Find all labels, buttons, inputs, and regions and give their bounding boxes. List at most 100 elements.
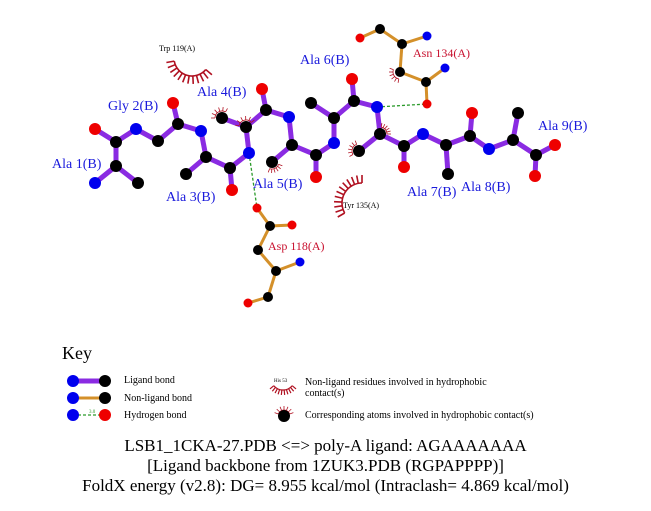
hydrophobic-contact-icon — [333, 175, 363, 218]
carbon-atom — [464, 130, 476, 142]
nitrogen-atom — [67, 375, 79, 387]
oxygen-atom — [466, 107, 478, 119]
hydrophobic-spoke — [349, 145, 354, 148]
carbon-atom — [271, 266, 281, 276]
nitrogen-atom — [371, 101, 383, 113]
hbond-residue-label: Asp 118(A) — [268, 239, 325, 253]
hydrophobic-spoke — [279, 406, 282, 411]
hydrophobic-spoke — [334, 195, 343, 200]
ligand-residue-label: Ala 6(B) — [300, 53, 350, 68]
hydrophobic-spoke — [251, 119, 255, 123]
hydrophobic-spoke — [205, 68, 213, 76]
hydrophobic-spoke — [199, 73, 205, 82]
hydrophobic-spoke — [202, 71, 209, 79]
hydrophobic-spoke — [277, 165, 281, 170]
carbon-atom — [99, 375, 111, 387]
oxygen-atom — [529, 170, 541, 182]
hydrophobic-spoke — [289, 412, 294, 415]
oxygen-atom — [398, 161, 410, 173]
oxygen-atom — [167, 97, 179, 109]
carbon-atom — [266, 156, 278, 168]
key-hydrogen-bond: Hydrogen bond — [124, 410, 187, 421]
carbon-atom — [253, 245, 263, 255]
hydrogen-bond — [376, 103, 428, 108]
hydrogen-bond — [248, 152, 258, 209]
caption-line: FoldX energy (v2.8): DG= 8.955 kcal/mol … — [82, 476, 569, 495]
hbond-residue-label: Asn 134(A) — [413, 46, 470, 60]
nitrogen-atom — [283, 111, 295, 123]
hydrophobic-spoke — [351, 142, 355, 146]
hydrophobic-spoke — [290, 386, 295, 392]
carbon-atom — [397, 39, 407, 49]
carbon-atom — [421, 77, 431, 87]
hydrophobic-spoke — [334, 205, 343, 208]
oxygen-atom — [355, 33, 365, 43]
hydrophobic-spoke — [382, 123, 386, 128]
key-example-residue: His 53 — [274, 379, 288, 384]
key-hydrophobic-residues: Non-ligand residues involved in hydropho… — [305, 377, 487, 399]
carbon-atom — [442, 168, 454, 180]
ligand-residue-label: Ala 4(B) — [197, 85, 247, 100]
nitrogen-atom — [89, 177, 101, 189]
carbon-atom — [395, 67, 405, 77]
molecule-plot — [89, 24, 561, 308]
hydrophobic-spoke — [271, 386, 276, 392]
carbon-atom — [132, 177, 144, 189]
oxygen-atom — [549, 139, 561, 151]
oxygen-atom — [422, 99, 432, 109]
key-ligand-bond: Ligand bond — [124, 375, 175, 386]
hydrophobic-spoke — [274, 412, 279, 415]
hydrophobic-spoke — [354, 140, 357, 145]
carbon-atom — [263, 292, 273, 302]
hydrophobic-spoke — [389, 67, 394, 70]
hydrophobic-arc — [341, 182, 363, 214]
hydrophobic-contact-icon — [267, 164, 283, 174]
hydrophobic-spoke — [288, 388, 292, 394]
hydrophobic-spoke — [274, 388, 278, 394]
hydrophobic-spoke — [389, 74, 394, 77]
hydrophobic-residue-label: Tyr 135(A) — [343, 201, 380, 210]
hydrophobic-spoke — [248, 116, 251, 121]
hydrophobic-spoke — [211, 113, 216, 116]
oxygen-atom — [346, 73, 358, 85]
hydrophobic-spoke — [181, 74, 187, 83]
ligand-residue-label: Gly 2(B) — [108, 99, 159, 114]
carbon-atom — [305, 97, 317, 109]
hydrophobic-spoke — [285, 389, 289, 395]
carbon-atom — [110, 160, 122, 172]
hydrophobic-spoke — [187, 75, 190, 84]
ligand-residue-label: Ala 1(B) — [52, 157, 102, 172]
oxygen-atom — [99, 409, 111, 421]
hydrophobic-spoke — [348, 148, 353, 151]
carbon-atom — [353, 145, 365, 157]
hydrophobic-residue-label: Trp 119(A) — [159, 44, 196, 53]
oxygen-atom — [256, 83, 268, 95]
carbon-atom — [200, 151, 212, 163]
hydrophobic-contact-icon — [389, 67, 400, 83]
hydrophobic-spoke — [380, 123, 383, 128]
carbon-atom — [398, 140, 410, 152]
key-hydrophobic-atoms: Corresponding atoms involved in hydropho… — [305, 410, 534, 421]
oxygen-atom — [310, 171, 322, 183]
hydrophobic-spoke — [273, 168, 276, 173]
carbon-atom — [512, 107, 524, 119]
carbon-atom — [224, 162, 236, 174]
ligand-residue-label: Ala 8(B) — [461, 180, 511, 195]
ligand-residue-label: Ala 7(B) — [407, 185, 457, 200]
hydrophobic-spoke — [355, 175, 360, 184]
carbon-atom — [180, 168, 192, 180]
hydrophobic-spoke — [236, 120, 241, 124]
key-non-ligand-bond: Non-ligand bond — [124, 393, 193, 404]
hydrophobic-spoke — [384, 125, 388, 130]
hydrophobic-arc — [392, 69, 399, 80]
hydrophobic-spoke — [225, 108, 228, 113]
oxygen-atom — [287, 220, 297, 230]
hydrophobic-spoke — [397, 78, 400, 83]
hydrophobic-spoke — [385, 127, 390, 131]
carbon-atom — [216, 112, 228, 124]
hydrophobic-spoke — [278, 164, 283, 167]
nitrogen-atom — [440, 63, 450, 73]
caption-line: LSB1_1CKA-27.PDB <=> poly-A ligand: AGAA… — [124, 436, 527, 455]
caption-line: [Ligand backbone from 1ZUK3.PDB (RGPAPPP… — [147, 456, 504, 475]
hydrophobic-arc — [381, 126, 388, 135]
